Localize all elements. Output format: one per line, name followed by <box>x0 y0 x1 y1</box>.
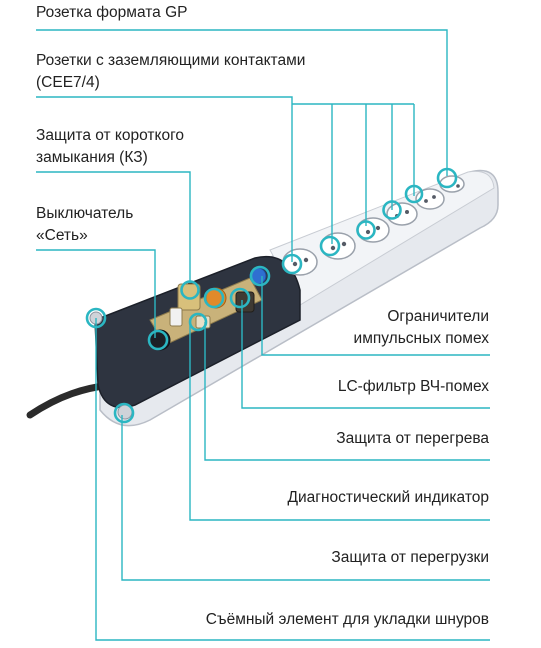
ring-socket-5 <box>404 184 424 204</box>
socket-pin <box>365 229 371 235</box>
gp-socket-pin <box>456 184 460 188</box>
ring-lc <box>229 287 251 309</box>
label-switch: Выключатель «Сеть» <box>36 203 416 247</box>
leader-grounded-bus <box>36 96 293 262</box>
ring-socket-2 <box>319 235 341 257</box>
ring-socket-3 <box>356 220 376 240</box>
leader-lc <box>241 300 490 409</box>
indicator-chip <box>195 315 211 329</box>
label-overheat: Защита от перегрева <box>336 430 489 447</box>
label-switch-line2: «Сеть» <box>36 227 88 244</box>
label-gp-socket: Розетка формата GP <box>36 4 188 21</box>
leader-overload <box>121 415 490 581</box>
label-grounded-sockets-line2: (CEE7/4) <box>36 74 100 91</box>
lc-coil <box>235 291 255 313</box>
leader-cord-element <box>95 318 490 641</box>
label-grounded-sockets-line1: Розетки с заземляющими контактами <box>36 52 306 69</box>
ring-cord-element <box>85 307 107 329</box>
ring-switch <box>147 329 169 351</box>
socket-pin <box>292 261 298 267</box>
ring-overload <box>113 402 135 424</box>
power-cord <box>26 381 114 419</box>
leader-lines <box>36 29 490 641</box>
ring-short-circuit <box>180 280 200 300</box>
label-diag-indicator: Диагностический индикатор <box>287 489 489 506</box>
ring-socket-4 <box>382 200 402 220</box>
leader-diag <box>189 320 490 521</box>
callout-rings <box>85 167 458 424</box>
ring-gp-socket <box>436 167 458 189</box>
label-surge-limiters-line1: Ограничители <box>387 308 489 325</box>
ring-overheat <box>203 287 225 309</box>
socket-pin <box>341 241 347 247</box>
label-lc-filter: LC-фильтр ВЧ-помех <box>337 378 489 395</box>
socket-pin <box>432 195 436 199</box>
leader-surge <box>261 276 490 356</box>
fuse-block <box>169 307 183 327</box>
socket-pin <box>405 210 409 214</box>
leader-gp-socket <box>36 29 448 176</box>
label-overload: Защита от перегрузки <box>331 549 489 566</box>
label-cord-element: Съёмный элемент для укладки шнуров <box>205 611 489 628</box>
leader-short-circuit <box>36 171 191 283</box>
socket-pin <box>424 199 428 203</box>
ring-diag <box>188 312 208 332</box>
ring-surge <box>249 265 271 287</box>
ring-socket-1 <box>281 253 303 275</box>
label-short-circuit-line2: замыкания (КЗ) <box>36 149 148 166</box>
leader-switch <box>36 249 156 338</box>
leader-overheat <box>204 322 490 461</box>
breaker-block <box>177 283 201 311</box>
socket-pin <box>303 257 309 263</box>
label-short-circuit: Защита от короткого замыкания (КЗ) <box>36 125 416 169</box>
label-switch-line1: Выключатель <box>36 205 134 222</box>
label-grounded-sockets: Розетки с заземляющими контактами (CEE7/… <box>36 50 416 94</box>
socket-pin <box>375 225 381 231</box>
label-short-circuit-line1: Защита от короткого <box>36 127 185 144</box>
socket-pins <box>292 195 436 267</box>
label-surge-limiters-line2: импульсных помех <box>353 330 489 347</box>
socket-pin <box>330 245 336 251</box>
socket-4 <box>386 202 418 226</box>
label-surge-limiters: Ограничители импульсных помех <box>354 306 489 350</box>
